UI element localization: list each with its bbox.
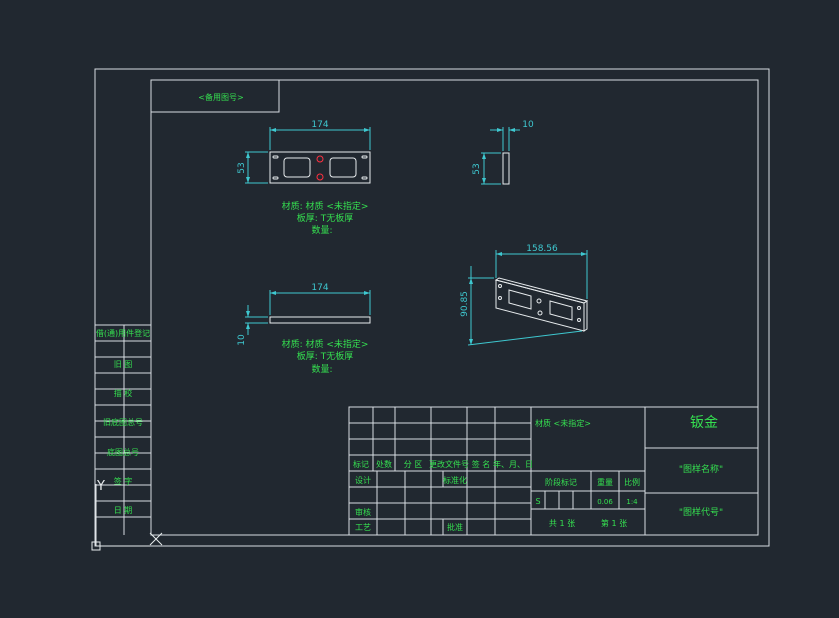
tb-weight-value: 0.06 (597, 498, 613, 506)
tb-check: 审核 (355, 507, 371, 517)
side-label-old-base-number: 旧底图总号 (103, 417, 143, 427)
tb-weight: 重量 (597, 477, 613, 487)
tb-rev-count: 处数 (376, 459, 392, 469)
tb-rev-doc: 更改文件号 (429, 459, 469, 469)
sheet-border (94, 68, 770, 547)
tb-rev-sign: 签 名 (472, 459, 491, 469)
tb-process: 工艺 (355, 523, 371, 532)
top-height-dim: 10 (237, 334, 247, 346)
note-thickness-1: 板厚: T无板厚 (297, 212, 353, 224)
tb-drawing-code: "图样代号" (679, 506, 723, 518)
tb-scale-value: 1:4 (626, 498, 638, 506)
tb-sheet-no: 第 1 张 (601, 518, 627, 528)
tb-design: 设计 (355, 475, 371, 485)
side-label-borrow: 借(通)用件登记 (96, 328, 150, 338)
side-height-dim: 53 (472, 163, 482, 174)
tb-material: 材质 <未指定> (535, 418, 591, 428)
backup-drawing-number: <备用图号> (198, 92, 243, 102)
side-view[interactable]: 10 53 (472, 120, 534, 185)
front-height-dim: 53 (237, 162, 247, 173)
title-block[interactable] (348, 406, 759, 536)
note-quantity-1: 数量: (311, 224, 332, 236)
side-label-trace-check: 描 校 (114, 388, 133, 398)
note-material-1: 材质: 材质 <未指定> (282, 200, 369, 212)
side-strip (95, 324, 151, 535)
tb-stage-value: S (535, 497, 540, 506)
tb-rev-zone: 分 区 (404, 460, 423, 469)
tb-drawing-type: 钣金 (690, 415, 718, 431)
side-label-base-number: 底图总号 (107, 447, 139, 457)
tb-stage-mark: 阶段标记 (545, 477, 577, 487)
tb-standardize: 标准化 (443, 475, 467, 485)
iso-width-dim: 158.56 (526, 244, 558, 254)
tb-rev-date: 年、月、日 (493, 459, 533, 469)
tb-scale: 比例 (624, 477, 640, 487)
side-label-date: 日 期 (114, 506, 133, 515)
ucs-y-label: Y (96, 479, 105, 494)
tb-sheets-total: 共 1 张 (549, 519, 575, 528)
tb-drawing-name: "图样名称" (679, 463, 723, 475)
front-view[interactable]: 174 53 (237, 120, 371, 184)
top-view[interactable]: 174 10 (237, 283, 371, 346)
side-width-dim: 10 (522, 120, 534, 130)
side-label-old-drawing: 旧 图 (114, 360, 133, 369)
tb-rev-mark: 标记 (353, 459, 369, 469)
iso-view[interactable]: 158.56 90.85 (460, 244, 589, 346)
note-quantity-2: 数量: (311, 363, 332, 375)
note-thickness-2: 板厚: T无板厚 (297, 350, 353, 362)
iso-height-dim: 90.85 (460, 291, 470, 317)
tb-approve: 批准 (447, 522, 463, 532)
top-width-dim: 174 (311, 283, 328, 293)
hole-mark (316, 155, 324, 181)
ucs-icon (91, 484, 163, 551)
side-label-signature: 签 字 (114, 476, 133, 486)
note-material-2: 材质: 材质 <未指定> (282, 338, 369, 350)
front-width-dim: 174 (311, 120, 328, 130)
